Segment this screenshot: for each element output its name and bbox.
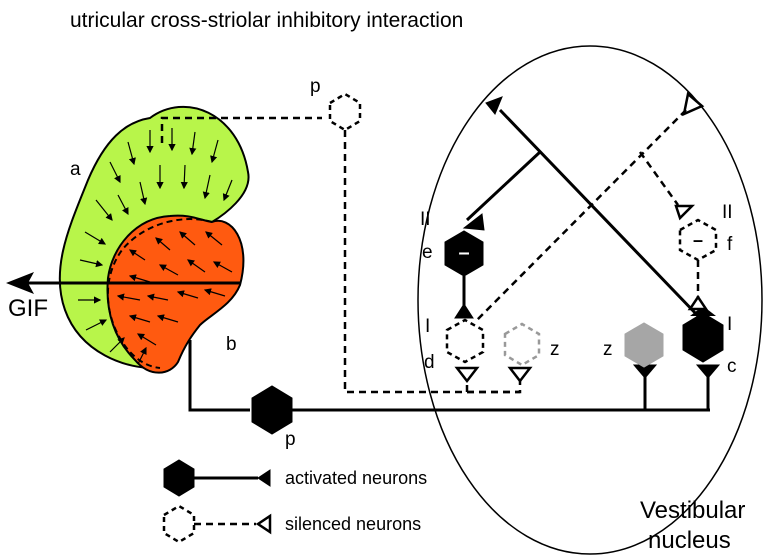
silenced-branch-terminal	[674, 204, 696, 221]
legend-silenced-terminal-icon	[255, 513, 272, 535]
silenced-axon-p	[343, 130, 522, 394]
nucleus-label-line2: nucleus	[648, 527, 731, 554]
layer-I-right-label: I	[727, 314, 732, 335]
neuron-p-top-label: p	[310, 76, 321, 97]
silenced-long-axon	[474, 109, 687, 323]
neuron-f-inhibit-sign: –	[693, 230, 703, 250]
legend-silenced-neuron-icon	[162, 504, 196, 544]
striola-line	[106, 218, 213, 369]
layer-II-left-label: II	[420, 209, 431, 230]
gray-neuron-z	[624, 322, 664, 368]
silenced-top-terminal	[682, 91, 705, 117]
neuron-f-terminal	[687, 294, 709, 311]
legend-activated-terminal-icon	[257, 469, 271, 487]
silenced-branch-to-f	[638, 151, 680, 206]
activated-neuron-e	[444, 230, 484, 277]
activated-long-axon	[498, 108, 702, 320]
synapse-terminal-d	[454, 366, 480, 384]
neuron-f-label: f	[727, 234, 733, 255]
outer-polarity-arrows	[78, 128, 233, 365]
layer-I-left-label: I	[425, 316, 430, 337]
activated-branch-terminal	[462, 213, 485, 231]
neuron-z-dashed-label: z	[550, 339, 560, 360]
vestibular-nucleus-outline	[417, 45, 763, 555]
region-a-label: a	[70, 159, 81, 180]
silenced-neuron-d	[445, 318, 485, 364]
gif-arrowhead-icon	[6, 272, 34, 294]
diagram-title: utricular cross-striolar inhibitory inte…	[70, 9, 463, 32]
neuron-z-gray-label: z	[603, 339, 613, 360]
activated-neuron-c	[682, 312, 724, 363]
neuron-e-inhibit-sign: –	[458, 242, 469, 264]
neuron-e-terminal	[454, 303, 474, 319]
silenced-neuron-f	[678, 218, 718, 262]
neuron-e-label: e	[422, 242, 433, 263]
silenced-neuron-z	[503, 322, 541, 367]
layer-II-right-label: II	[722, 202, 733, 223]
legend: activated neurons silenced neurons	[162, 459, 427, 544]
legend-activated-neuron-icon	[163, 459, 195, 497]
gif-label: GIF	[8, 295, 48, 322]
activated-top-terminal	[485, 96, 503, 115]
utricle-inner-region	[106, 214, 245, 374]
neuron-c-label: c	[727, 356, 737, 377]
neuron-d-label: d	[424, 352, 435, 373]
neuron-p-bottom-label: p	[285, 429, 296, 450]
activated-neuron-p-bottom	[251, 385, 293, 435]
legend-activated-label: activated neurons	[285, 468, 427, 488]
utricle	[58, 105, 250, 374]
inner-polarity-arrows	[116, 231, 233, 346]
legend-silenced-label: silenced neurons	[285, 514, 421, 534]
silenced-neuron-p-top	[328, 92, 362, 132]
activated-afferent-b	[188, 340, 250, 412]
silenced-afferent-a	[160, 116, 322, 143]
activated-branch-to-e	[465, 150, 542, 222]
synapse-terminal-z-dashed	[507, 366, 533, 384]
nucleus-label-line1: Vestibular	[640, 497, 745, 524]
synapse-terminal-c	[695, 364, 721, 379]
region-b-label: b	[226, 334, 237, 355]
